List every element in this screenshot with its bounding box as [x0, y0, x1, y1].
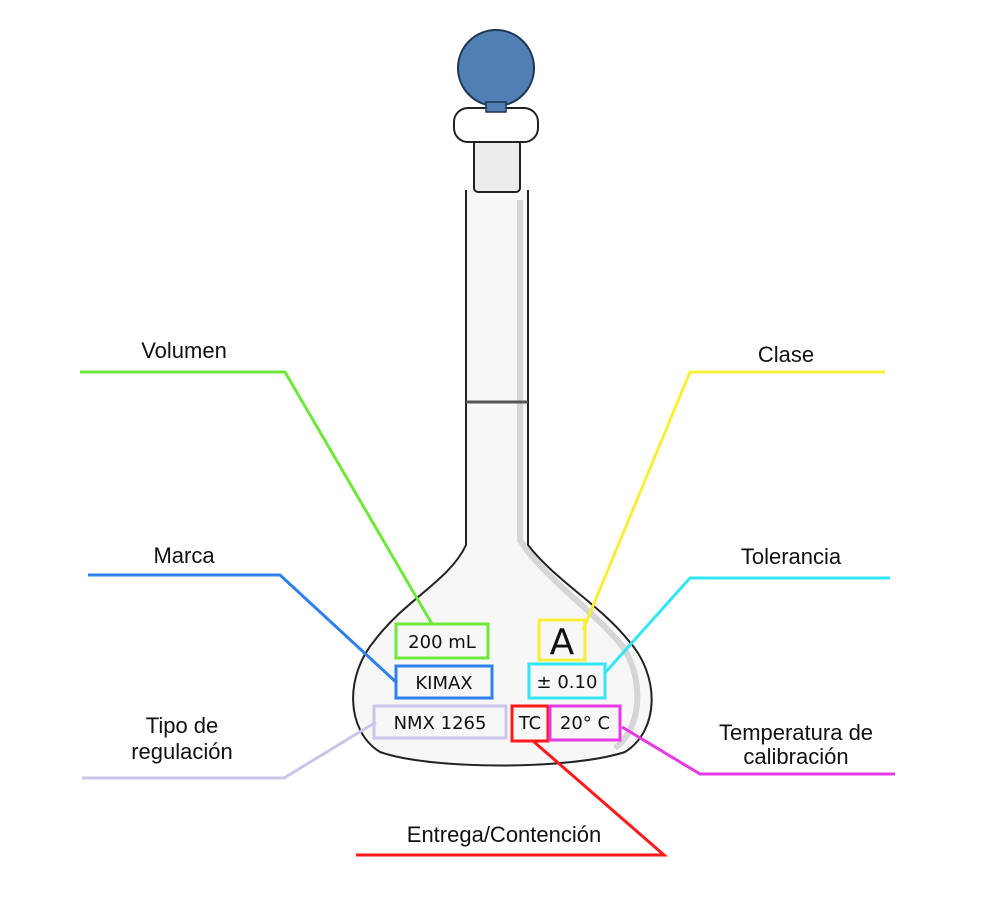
tolerance-text: ± 0.10 [537, 672, 598, 693]
stopper-knob [457, 29, 535, 107]
regulation-leader [82, 720, 377, 780]
temperature-text: 20° C [560, 713, 610, 734]
temperature-label-line1: Temperatura de [719, 720, 873, 745]
flask-body [352, 190, 653, 767]
tolerance-label: Tolerancia [741, 544, 842, 569]
tolerance-box [527, 662, 607, 700]
brand-label: Marca [153, 543, 215, 568]
class-label: Clase [758, 342, 814, 367]
delivery-box [510, 704, 550, 743]
class-text: A [550, 622, 575, 663]
delivery-label: Entrega/Contención [407, 822, 601, 847]
brand-text: KIMAX [415, 673, 472, 694]
stopper-neck [485, 101, 507, 113]
volume-label: Volumen [141, 338, 227, 363]
flask-shading [517, 200, 641, 751]
regulation-text: NMX 1265 [394, 713, 487, 734]
regulation-label-line1: Tipo de [146, 713, 219, 738]
leader-lines [80, 370, 895, 857]
temperature-label-line2: calibración [743, 744, 848, 769]
delivery-leader [356, 739, 669, 857]
brand-leader [88, 573, 399, 685]
ground-glass-joint [473, 139, 521, 193]
delivery-text: TC [518, 713, 542, 734]
marking-boxes: 200 mL KIMAX NMX 1265 TC A ± 0.10 20° C [372, 618, 622, 743]
regulation-box [372, 704, 508, 740]
volume-text: 200 mL [408, 632, 476, 653]
tolerance-leader [602, 576, 890, 676]
stopper-collar [453, 107, 539, 143]
temperature-box [548, 704, 622, 742]
class-leader [581, 370, 885, 631]
brand-box [394, 664, 494, 700]
regulation-label-line2: regulación [131, 739, 233, 764]
volume-leader [80, 370, 434, 625]
callout-labels: Volumen Marca Tipo de regulación Entrega… [131, 338, 873, 847]
volumetric-flask [352, 29, 653, 767]
temperature-leader [621, 725, 895, 776]
class-box [537, 618, 587, 662]
volume-box [394, 622, 490, 660]
